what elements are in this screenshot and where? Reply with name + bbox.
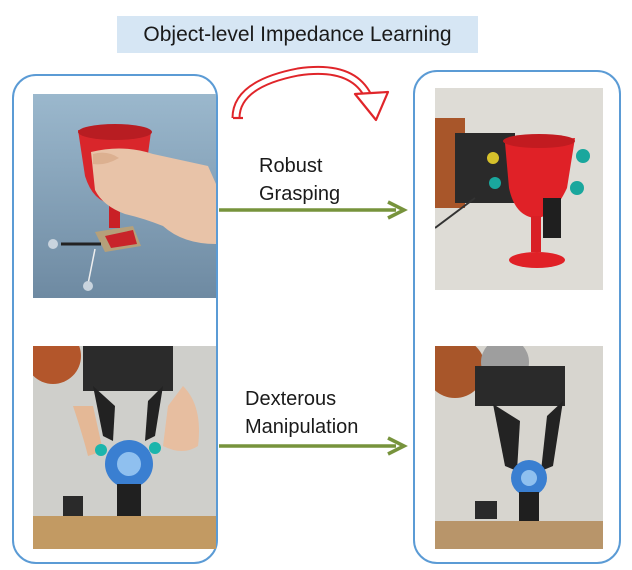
robot-hand-manipulating-lightbulb-photo: [435, 346, 603, 549]
title-box: Object-level Impedance Learning: [117, 16, 478, 53]
dexterous-manipulation-label: Dexterous Manipulation: [245, 385, 358, 441]
human-guiding-robot-hand-lightbulb-photo: [33, 346, 216, 549]
robot-hand-grasping-red-goblet-photo: [435, 88, 603, 290]
curved-transfer-arrow-icon: [231, 65, 390, 122]
right-panel-robot-execution: [413, 70, 621, 564]
figure-title: Object-level Impedance Learning: [143, 23, 452, 46]
human-grasping-red-goblet-photo: [33, 94, 216, 298]
robust-grasping-label-line2: Grasping: [259, 183, 341, 205]
robust-grasping-label-line1: Robust: [259, 155, 323, 177]
dexterous-manipulation-label-line1: Dexterous: [245, 388, 337, 410]
dexterous-manipulation-label-line2: Manipulation: [245, 416, 359, 438]
left-panel-human-demonstration: [12, 74, 218, 564]
robust-grasping-label: Robust Grasping: [259, 152, 340, 208]
